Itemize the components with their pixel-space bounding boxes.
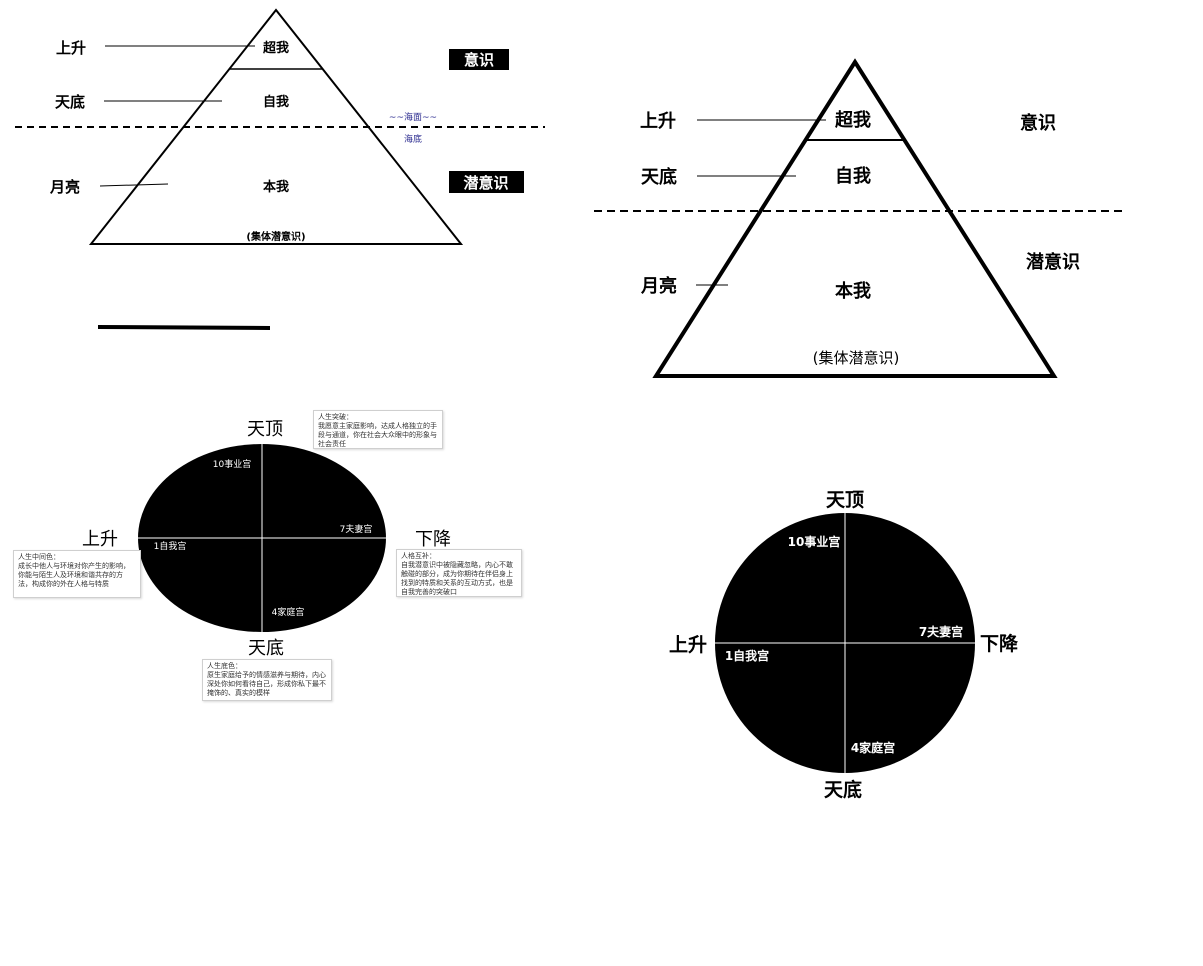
right-asc-label: 上升 [669, 634, 707, 656]
left-ic-label: 天底 [55, 93, 85, 111]
note-family-foundation: 人生底色： 原生家庭给予的情感滋养与期待，内心深处你如何看待自己，形成你私下最不… [202, 659, 332, 701]
left-house-4-label: 4家庭宫 [272, 606, 305, 618]
left-asc-label: 上升 [82, 529, 118, 550]
left-ic-axis-label: 天底 [248, 638, 284, 659]
right-house-10-label: 10事业宫 [788, 534, 841, 549]
left-ego-label: 自我 [263, 94, 289, 110]
left-sea-bottom-label: 海底 [404, 133, 422, 145]
note-partner-complement: 人格互补： 自我潜意识中被隐藏忽略，内心不敢触碰的部分，成为你期待在伴侣身上找到… [396, 549, 522, 597]
note-career-body: 我愿意主家庭影响，达成人格独立的手段与通道，你在社会大众眼中的形象与社会责任 [318, 422, 437, 448]
left-moon-pointer [99, 183, 169, 187]
left-mc-label: 天顶 [247, 419, 283, 440]
right-iceberg-pyramid: 上升 天底 月亮 超我 自我 本我 (集体潜意识) 意识 潜意识 [594, 58, 1124, 378]
right-house-7-label: 7夫妻宫 [919, 624, 963, 639]
right-ego-label: 自我 [835, 165, 871, 187]
note-partner-body: 自我潜意识中被隐藏忽略，内心不敢触碰的部分，成为你期待在伴侣身上找到的特质和关系… [401, 561, 513, 596]
left-moon-label: 月亮 [49, 178, 80, 196]
note-career-title: 人生突破： [318, 413, 353, 421]
left-house-10-label: 10事业宫 [213, 458, 251, 470]
left-subconscious-badge [449, 171, 524, 193]
right-ic-label: 天底 [641, 166, 677, 188]
left-id-label: 本我 [263, 179, 289, 195]
left-house-1-label: 1自我宫 [154, 540, 187, 552]
left-iceberg-pyramid: 上升 天底 月亮 超我 自我 本我 (集体潜意识) ~~海面~~ 海底 意识 潜… [15, 8, 545, 330]
right-mc-label: 天顶 [826, 489, 864, 511]
stray-horizontal-stroke [97, 325, 271, 330]
left-conscious-badge [449, 49, 509, 70]
right-conscious-label: 意识 [1020, 112, 1056, 134]
left-dsc-label: 下降 [415, 529, 451, 550]
right-id-label: 本我 [835, 280, 871, 302]
note-ascendant-influence: 人生中间色： 成长中他人与环境对你产生的影响，你能与陌生人及环境和谐共存的方法，… [13, 550, 141, 598]
note-career-breakthrough: 人生突破： 我愿意主家庭影响，达成人格独立的手段与通道，你在社会大众眼中的形象与… [313, 410, 443, 449]
left-collective-label: (集体潜意识) [246, 230, 305, 243]
note-partner-title: 人格互补： [401, 552, 436, 560]
left-sea-surface-label: ~~海面~~ [389, 111, 437, 123]
right-house-4-label: 4家庭宫 [851, 740, 895, 755]
note-ascendant-body: 成长中他人与环境对你产生的影响，你能与陌生人及环境和谐共存的方法，构成你的外在人… [18, 562, 130, 588]
note-family-title: 人生底色： [207, 662, 242, 670]
left-superego-label: 超我 [263, 40, 289, 56]
right-house-1-label: 1自我宫 [725, 648, 769, 663]
left-chart-wheel: 天顶 上升 下降 天底 10事业宫 7夫妻宫 1自我宫 4家庭宫 [82, 419, 451, 659]
left-house-7-label: 7夫妻宫 [340, 523, 373, 535]
right-collective-label: (集体潜意识) [813, 349, 900, 367]
right-superego-label: 超我 [835, 109, 871, 131]
left-ascendant-label: 上升 [56, 39, 86, 57]
left-subconscious-badge-label: 潜意识 [463, 174, 508, 192]
right-moon-label: 月亮 [640, 275, 677, 297]
left-conscious-badge-label: 意识 [464, 51, 494, 69]
note-family-body: 原生家庭给予的情感滋养与期待，内心深处你如何看待自己，形成你私下最不掩饰的、真实… [207, 671, 326, 697]
right-pyramid-outline [652, 58, 1058, 378]
right-ic-axis-label: 天底 [824, 778, 862, 801]
right-ascendant-label: 上升 [640, 111, 676, 132]
right-subconscious-label: 潜意识 [1026, 251, 1080, 273]
right-dsc-label: 下降 [980, 632, 1019, 655]
right-chart-wheel: 天顶 上升 下降 天底 10事业宫 7夫妻宫 1自我宫 4家庭宫 [669, 489, 1019, 801]
note-ascendant-title: 人生中间色： [18, 553, 60, 561]
